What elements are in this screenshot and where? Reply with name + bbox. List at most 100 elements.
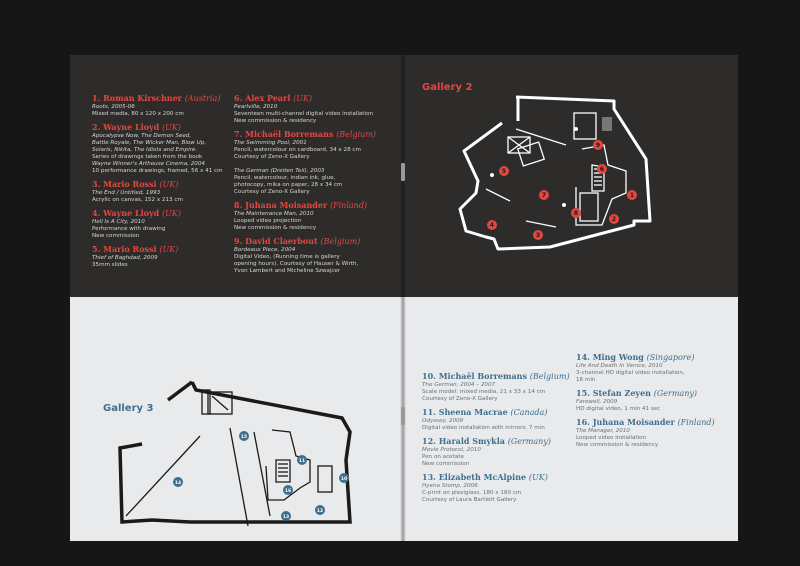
map-marker-label: 9 [596, 142, 600, 149]
artist-country: (UK) [161, 209, 181, 218]
artwork-detail: Life And Death In Venice, 2010 [576, 363, 663, 369]
artwork-detail: New commission & residency [234, 225, 317, 231]
artwork-detail: Pearlville, 2010 [234, 104, 278, 110]
artist-name: 2. Wayne Lloyd (UK) [92, 122, 230, 133]
artwork-detail: opening hours). Courtesy of Hauser & Wir… [234, 261, 359, 267]
artist-name: 15. Stefan Zeyen (Germany) [576, 388, 736, 399]
artwork-entry: 3. Mario Rossi (UK)The End / Untitled, 1… [92, 179, 230, 204]
artist-country: (Canada) [510, 408, 548, 417]
artwork-detail: Courtesy of Zeno-X Gallery [234, 154, 310, 160]
map-marker [339, 473, 349, 483]
map-marker [487, 220, 497, 230]
artwork-detail: Series of drawings taken from the book [92, 154, 203, 160]
artwork-detail: Thief of Baghdad, 2009 [92, 255, 158, 261]
artist-name-text: 15. Stefan Zeyen [576, 388, 654, 398]
artwork-entry: 14. Ming Wong (Singapore)Life And Death … [576, 352, 736, 384]
artwork-detail: 16 min [576, 377, 596, 383]
gallery-3-list-left: 10. Michaël Borremans (Belgium)The Germa… [422, 371, 582, 508]
artwork-detail: The German (Dreiten Teil), 2003 [234, 168, 325, 174]
artwork-detail: Looped video installation [576, 435, 647, 441]
artist-name-text: 7. Michaël Borremans [234, 129, 337, 139]
artwork-detail: 10 performance drawings, framed, 56 x 41… [92, 168, 223, 174]
artist-country: (UK) [293, 94, 313, 103]
map-marker [627, 190, 637, 200]
artist-name: 7. Michaël Borremans (Belgium) [234, 129, 394, 140]
artist-country: (Finland) [329, 201, 368, 210]
artist-country: (Germany) [507, 437, 551, 446]
staple-top [401, 163, 405, 181]
artist-name-text: 10. Michaël Borremans [422, 371, 530, 381]
artwork-detail: Acrylic on canvas, 152 x 213 cm [92, 197, 183, 203]
artist-name: 6. Alex Pearl (UK) [234, 93, 394, 104]
artist-name: 9. David Claerbout (Belgium) [234, 236, 394, 247]
gallery-2-block [602, 117, 612, 131]
artwork-detail: Courtesy of Zeno-X Gallery [234, 189, 310, 195]
map-marker [571, 208, 581, 218]
artwork-detail: Pencil, watercolour, indian ink, glue, [234, 175, 336, 181]
artwork-detail: Movie Protocol, 2010 [422, 447, 481, 453]
map-marker-label: 10 [341, 476, 347, 482]
artwork-detail: The Manager, 2010 [576, 428, 630, 434]
artwork-entry: 9. David Claerbout (Belgium)Bordeaux Pie… [234, 236, 394, 275]
artist-name-text: 5. Mario Rossi [92, 244, 160, 254]
artist-country: (Austria) [184, 94, 221, 103]
artwork-entry: 7. Michaël Borremans (Belgium)The Swimmi… [234, 129, 394, 196]
artist-country: (UK) [159, 180, 179, 189]
artist-name-text: 16. Juhana Moisander [576, 417, 678, 427]
artist-country: (UK) [161, 123, 181, 132]
artist-name: 1. Roman Kirschner (Austria) [92, 93, 230, 104]
artist-name: 8. Juhana Moisander (Finland) [234, 200, 394, 211]
map-marker-label: 12 [317, 508, 323, 514]
artwork-entry: 16. Juhana Moisander (Finland)The Manage… [576, 417, 736, 449]
artwork-entry: 8. Juhana Moisander (Finland)The Mainten… [234, 200, 394, 232]
map-marker [315, 505, 325, 515]
artwork-detail: Hell Is A City, 2010 [92, 219, 145, 225]
artwork-detail: New commission & residency [576, 442, 659, 448]
artist-country: (Belgium) [336, 130, 377, 139]
map-marker-label: 5 [502, 168, 506, 175]
map-marker [539, 190, 549, 200]
staple-bottom [401, 407, 405, 425]
artwork-detail: Digital Video, (Running time is gallery [234, 254, 340, 260]
map-marker-label: 2 [612, 216, 616, 223]
artwork-detail: New commission & residency [234, 118, 317, 124]
artist-name-text: 13. Elizabeth McAlpine [422, 472, 529, 482]
map-marker [239, 431, 249, 441]
gallery-3-title: Gallery 3 [103, 403, 154, 414]
gallery-2-title: Gallery 2 [422, 82, 473, 93]
artwork-detail: photocopy, mika on paper, 28 x 34 cm [234, 182, 343, 188]
artist-name: 4. Wayne Lloyd (UK) [92, 208, 230, 219]
exhibition-brochure: 1. Roman Kirschner (Austria)Roots, 2005-… [70, 55, 738, 541]
artist-name: 13. Elizabeth McAlpine (UK) [422, 472, 582, 483]
artist-country: (Belgium) [529, 372, 570, 381]
artist-country: (Singapore) [646, 353, 695, 362]
artwork-entry: 13. Elizabeth McAlpine (UK)Hyena Stomp, … [422, 472, 582, 504]
artist-name-text: 9. David Claerbout [234, 236, 321, 246]
artist-name: 12. Harald Smykla (Germany) [422, 436, 582, 447]
map-marker-label: 1 [630, 192, 634, 199]
artwork-detail: Pen on acetate [422, 454, 464, 460]
map-marker [297, 455, 307, 465]
artwork-detail: Looped video projection [234, 218, 302, 224]
map-marker [593, 140, 603, 150]
artwork-detail: Solaris, Nikita, The Idiots and Empire. [92, 147, 198, 153]
artwork-detail: The End / Untitled, 1993 [92, 190, 161, 196]
artist-name-text: 12. Harald Smykla [422, 436, 508, 446]
artist-name-text: 11. Sheena Macrae [422, 407, 511, 417]
artwork-entry: 5. Mario Rossi (UK)Thief of Baghdad, 200… [92, 244, 230, 269]
artwork-detail [234, 161, 394, 168]
artwork-detail: Farewell, 2009 [576, 399, 618, 405]
artist-country: (Belgium) [320, 237, 361, 246]
artist-country: (Germany) [653, 389, 697, 398]
artwork-detail: C-print on plexiglass, 180 x 180 cm [422, 490, 522, 496]
artist-name: 10. Michaël Borremans (Belgium) [422, 371, 582, 382]
artwork-detail: The German, 2004 – 2007 [422, 382, 496, 388]
artist-name-text: 1. Roman Kirschner [92, 93, 185, 103]
map-marker-label: 11 [299, 458, 305, 464]
map-marker-label: 3 [536, 232, 540, 239]
artwork-detail: Mixed media, 80 x 120 x 200 cm [92, 111, 184, 117]
artwork-detail: Courtesy of Laura Bartlett Gallery [422, 497, 517, 503]
artwork-detail: Scale model: mixed media, 21 x 33 x 14 c… [422, 389, 546, 395]
